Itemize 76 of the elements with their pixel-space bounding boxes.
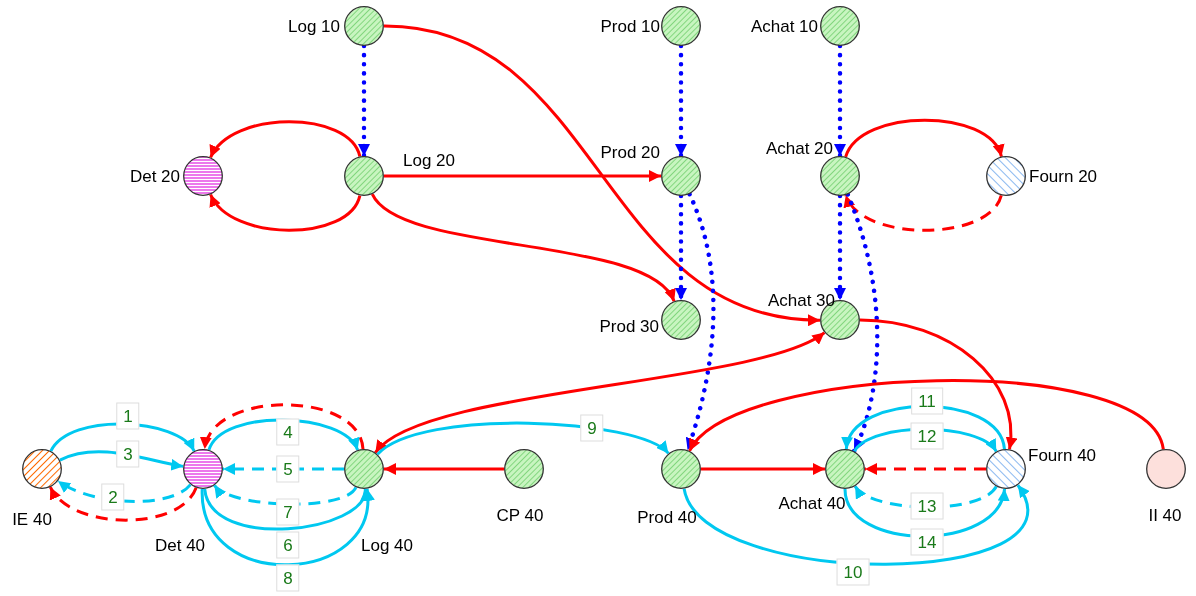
node-label: Achat 40 [778, 494, 846, 512]
arrow [207, 418, 359, 451]
circle-node [661, 449, 701, 489]
edge-label: 5 [276, 455, 300, 483]
arrow [844, 194, 1003, 232]
arrow [200, 488, 373, 567]
arrow [376, 421, 670, 456]
arrow [209, 193, 362, 232]
arrow [384, 463, 504, 475]
node-label: Fourn 20 [1029, 167, 1098, 185]
circle-node [22, 449, 62, 489]
arrow [374, 331, 826, 454]
node-label: Achat 20 [765, 139, 833, 157]
node-label: Log 40 [361, 536, 413, 554]
arrow [202, 403, 365, 450]
node-label: Achat 10 [750, 17, 818, 35]
circle-node [183, 449, 223, 489]
circle-node [820, 6, 860, 46]
edge-label: 6 [276, 531, 300, 559]
node-label: Log 20 [403, 151, 455, 169]
arrow [223, 463, 344, 475]
edge-label: 12 [910, 422, 944, 450]
arrow [57, 479, 192, 503]
arrow [865, 463, 986, 475]
arrow [682, 484, 1030, 566]
circle-node [661, 6, 701, 46]
node-label: Prod 10 [600, 17, 660, 35]
node-label: II 40 [1148, 506, 1182, 524]
edge-label: 2 [101, 483, 125, 511]
circle-node [344, 156, 384, 196]
circle-node [344, 449, 384, 489]
arrow [371, 193, 676, 303]
node-label: Prod 40 [637, 508, 697, 526]
node-label: Det 20 [129, 167, 180, 185]
arrow [688, 379, 1165, 452]
arrow [49, 486, 198, 522]
node-label: IE 40 [12, 510, 52, 528]
circle-node [1146, 449, 1186, 489]
edge-label: 14 [910, 528, 944, 556]
arrow [213, 484, 358, 506]
arrow [845, 192, 880, 454]
edge-label: 3 [116, 440, 140, 468]
edge-label: 4 [276, 418, 300, 446]
circle-node [183, 156, 223, 196]
arrow [859, 318, 1017, 450]
arrow [358, 43, 370, 159]
node-label: Fourn 40 [1028, 446, 1097, 464]
arrow [203, 488, 369, 531]
edge-label: 7 [276, 498, 300, 526]
circle-node [344, 6, 384, 46]
circle-node [825, 449, 865, 489]
arrow [844, 118, 1003, 158]
edge-label: 10 [836, 558, 870, 586]
arrow [675, 43, 687, 159]
arrow [834, 43, 846, 159]
circle-node [986, 156, 1026, 196]
node-label: Log 10 [288, 17, 340, 35]
arrow [209, 120, 362, 159]
edge-label: 13 [910, 492, 944, 520]
circle-node [820, 156, 860, 196]
node-label: Prod 30 [599, 317, 659, 335]
edge-label: 11 [911, 387, 943, 415]
node-label: Det 40 [154, 536, 206, 554]
arrow [384, 170, 661, 182]
edge-label: 9 [580, 414, 604, 442]
arrow [701, 463, 825, 475]
circle-node [661, 156, 701, 196]
arrow [383, 24, 821, 325]
circle-node [661, 300, 701, 340]
node-label: CP 40 [496, 506, 544, 524]
edge-label: 8 [276, 564, 300, 592]
node-label: Prod 20 [600, 143, 660, 161]
edge-label: 1 [116, 402, 140, 430]
node-label: Achat 30 [767, 291, 835, 309]
circle-node [986, 449, 1026, 489]
circle-node [504, 449, 544, 489]
